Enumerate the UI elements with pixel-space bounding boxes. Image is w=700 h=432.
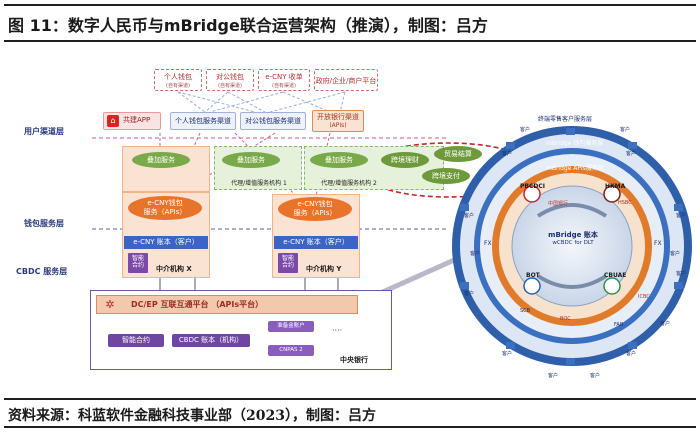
org-x-contract-line2: 合约 [131, 262, 144, 269]
bank-tag: ICBC [638, 294, 650, 300]
org-y-contract-line1: 智能 [281, 255, 294, 262]
channel-open-bank-label: 开放银行渠道 [317, 113, 359, 121]
central-bank-logo-icon: ✲ [105, 298, 115, 311]
figure-title: 图 11：数字人民币与mBridge联合运营架构（推演），制图：吕方 [8, 16, 488, 35]
channel-co-built-app: ⌂ 共建APP [103, 112, 161, 130]
user-box-label: 对公钱包 [216, 73, 244, 81]
user-box-sub: (自有渠道) [166, 83, 190, 89]
org-y-contract-line2: 合约 [281, 262, 294, 269]
app-icon: ⌂ [107, 115, 119, 127]
lane-label-wallet-service: 钱包服务层 [24, 219, 64, 228]
user-box-sub: (自有渠道) [218, 83, 242, 89]
figure-title-bar [4, 4, 696, 42]
agent-1-label: 代理/增值服务机构 1 [231, 180, 287, 187]
channel-personal-wallet: 个人钱包服务渠道 [170, 112, 236, 130]
customer-label: 客户 [660, 321, 671, 327]
user-box-ecny-acquiring: e-CNY 收单 (自有渠道) [258, 69, 310, 91]
mbridge-rings [452, 126, 692, 366]
central-bank-name: 中央银行 [340, 356, 368, 364]
hkma-node [603, 185, 621, 203]
customer-label: 客户 [502, 351, 513, 357]
org-x-name: 中介机构 X [156, 265, 192, 273]
org-y-account: e-CNY 账本（客户） [274, 236, 358, 249]
cnpas-2: CNPAS 2 [268, 345, 314, 356]
user-box-platforms: 政府/企业/商户平台 [314, 69, 378, 91]
core-circle [511, 185, 633, 307]
customer-label: 客户 [470, 251, 481, 257]
channel-app-label: 共建APP [123, 116, 151, 124]
core-subtitle: wCBDC for DLT [552, 240, 594, 246]
customer-label: 客户 [670, 251, 681, 257]
fx-right-label: FX [654, 240, 662, 247]
cross-border-invest: 跨境理财 [381, 152, 429, 168]
central-smart-contract: 智能合约 [108, 334, 164, 347]
customer-label: 客户 [548, 373, 559, 379]
channel-corporate-wallet: 对公钱包服务渠道 [240, 112, 306, 130]
more-dots: ···· [332, 326, 343, 335]
org-x-wallet-service: e-CNY钱包 服务（APIs） [128, 196, 202, 220]
bot-node [523, 277, 541, 295]
org-y-wallet-line2: 服务（APIs） [293, 209, 337, 217]
customer-label: 客户 [676, 213, 687, 219]
outer-ring-label: 终端零售客户服务层 [538, 116, 593, 123]
customer-label: 客户 [676, 271, 687, 277]
user-box-corporate-wallet: 对公钱包 (自有渠道) [206, 69, 254, 91]
customer-label: 客户 [620, 127, 631, 133]
core-title: mBridge 账本 [548, 231, 598, 239]
reserve-account: 准备金账户 [268, 321, 314, 332]
pbcdci-node [523, 185, 541, 203]
platform-label: DC/EP 互联互通平台 （APIs平台） [131, 300, 264, 309]
channel-open-bank-sub: (APIs) [329, 122, 347, 129]
bank-tag: 中国银行 [548, 201, 569, 207]
customer-label: 客户 [590, 373, 601, 379]
cross-border-trade: 贸易结算 [434, 146, 482, 162]
org-x-account: e-CNY 账本（客户） [124, 236, 208, 249]
cross-border-pay: 跨境支付 [422, 168, 470, 184]
user-box-label: 政府/企业/商户平台 [315, 77, 377, 85]
user-box-label: e-CNY 收单 [265, 73, 303, 81]
org-x-contract-line1: 智能 [131, 255, 144, 262]
overlay-service-3: 叠加服务 [310, 152, 368, 168]
pbcdci-label: PBCDCI [520, 183, 545, 190]
customer-label: 客户 [464, 213, 475, 219]
bank-tag: FAB [614, 322, 624, 328]
bank-tag: HSBC [618, 200, 632, 206]
fx-left-label: FX [484, 240, 492, 247]
figure-source: 资料来源：科蓝软件金融科技事业部（2023），制图：吕方 [8, 408, 376, 424]
figure-source-bar [4, 398, 696, 428]
org-y-wallet-service: e-CNY钱包 服务（APIs） [278, 197, 352, 221]
third-ring-label: mBridge APIs服务层 [546, 165, 604, 172]
interconnect-platform: DC/EP 互联互通平台 （APIs平台） [96, 295, 358, 314]
org-y-wallet-line1: e-CNY钱包 [297, 200, 333, 208]
lane-label-cbdc-service: CBDC 服务层 [16, 267, 68, 276]
overlay-service-2: 叠加服务 [222, 152, 280, 168]
user-box-label: 个人钱包 [164, 73, 192, 81]
customer-label: 客户 [464, 291, 475, 297]
user-box-sub: (自有渠道) [272, 83, 296, 89]
bot-label: BOT [526, 272, 540, 279]
org-x-overlay-area [122, 146, 210, 192]
user-box-personal-wallet: 个人钱包 (自有渠道) [154, 69, 202, 91]
agent-2-label: 代理/增值服务机构 2 [321, 180, 377, 187]
customer-label: 客户 [502, 151, 513, 157]
lane-label-user-channel: 用户渠道层 [24, 127, 64, 136]
org-x-wallet-line2: 服务（APIs） [143, 208, 187, 216]
org-x-wallet-line1: e-CNY钱包 [147, 199, 183, 207]
central-cbdc-ledger: CBDC 账本（机构） [172, 334, 250, 347]
second-ring-label: mBridge 钱包服务层 [546, 140, 604, 147]
customer-label: 客户 [520, 127, 531, 133]
customer-label: 客户 [626, 351, 637, 357]
bank-tag: SCB [520, 308, 531, 314]
customer-label: 客户 [626, 151, 637, 157]
cbuae-node [603, 277, 621, 295]
hkma-label: HKMA [605, 183, 626, 190]
overlay-service-1: 叠加服务 [132, 152, 190, 168]
org-x-smart-contract: 智能 合约 [128, 253, 148, 273]
org-y-smart-contract: 智能 合约 [278, 253, 298, 273]
org-y-name: 中介机构 Y [306, 265, 342, 273]
bank-tag: BOC [560, 316, 571, 322]
cbuae-label: CBUAE [604, 272, 627, 279]
channel-open-bank: 开放银行渠道 (APIs) [312, 110, 364, 132]
